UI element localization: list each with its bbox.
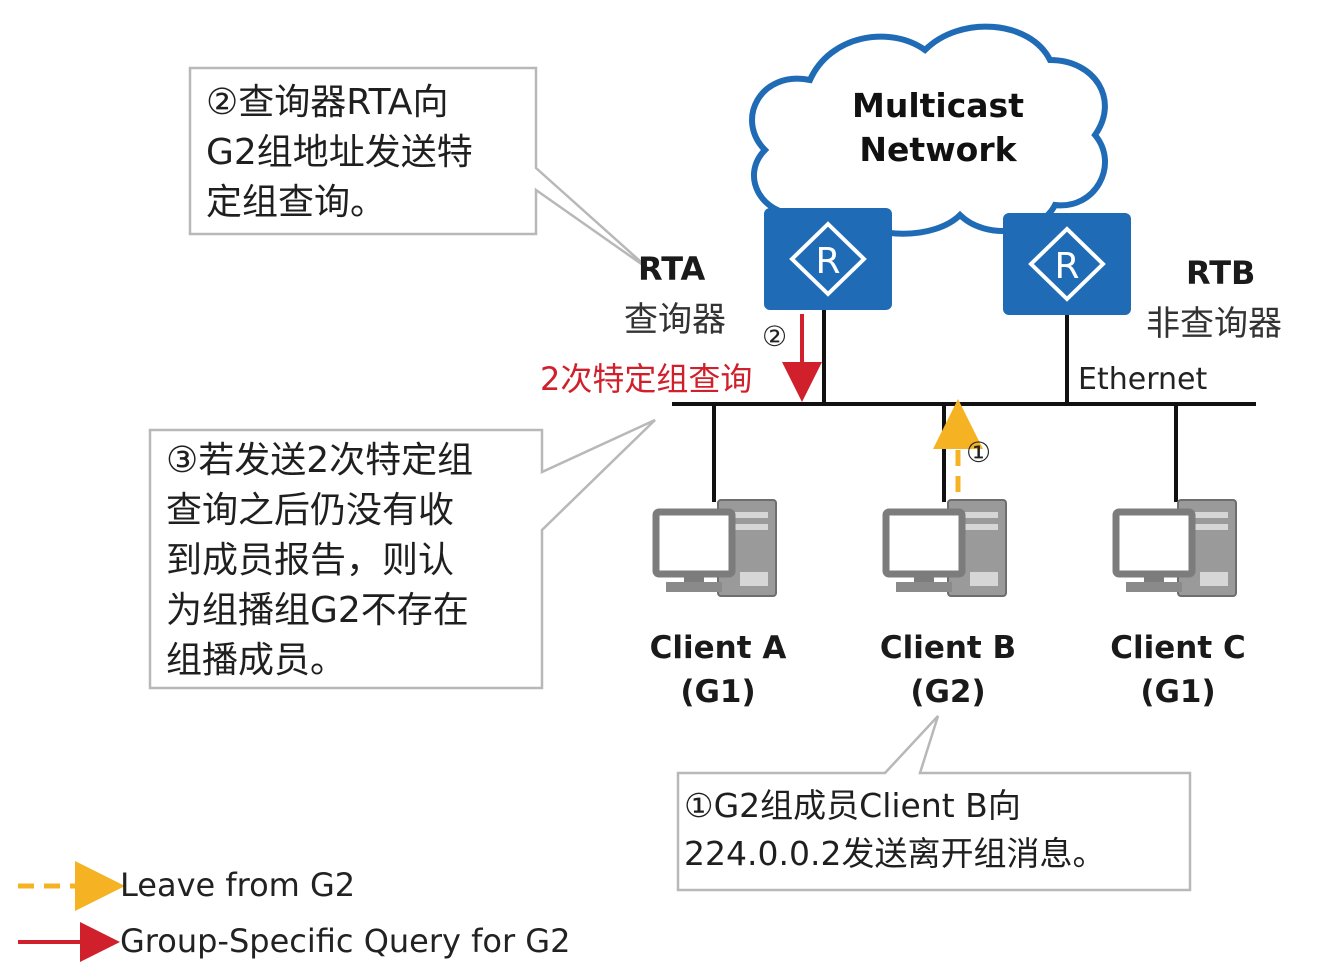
callout-leave-line: ①G2组成员Client B向 (684, 786, 1021, 825)
rta-role: 查询器 (624, 300, 726, 340)
query-step-marker: ② (762, 320, 788, 353)
callout-query (188, 66, 651, 272)
callout-leave-line: 224.0.0.2发送离开组消息。 (684, 834, 1106, 873)
cloud-label-line1: Multicast (852, 86, 1024, 125)
router-rta[interactable]: R (764, 208, 892, 310)
router-icon: R (1054, 246, 1079, 287)
legend-query-label: Group-Specific Query for G2 (120, 922, 571, 960)
callout-query-line: G2组地址发送特 (206, 132, 473, 173)
computer-icon-a (656, 500, 776, 596)
client-a-name: Client A (649, 630, 787, 666)
callout-timeout-line: ③若发送2次特定组 (166, 440, 474, 481)
client-b-name: Client B (879, 630, 1017, 666)
callout-timeout-line: 到成员报告，则认 (166, 540, 455, 581)
callout-timeout (148, 418, 656, 690)
callout-timeout-line: 组播成员。 (166, 640, 347, 681)
callout-timeout-line: 查询之后仍没有收 (166, 490, 455, 531)
query-label: 2次特定组查询 (540, 360, 753, 398)
rta-name: RTA (638, 250, 706, 288)
rtb-role: 非查询器 (1146, 304, 1282, 344)
computer-icon-b (886, 500, 1006, 596)
multicast-cloud (749, 23, 1108, 237)
callout-leave-text: ①G2组成员Client B向 224.0.0.2发送离开组消息。 (684, 782, 1105, 878)
leave-step-marker: ① (966, 436, 992, 469)
client-a-group: (G1) (680, 674, 756, 710)
router-rtb[interactable]: R (1003, 213, 1131, 315)
callout-query-line: ②查询器RTA向 (206, 82, 449, 123)
legend-leave-label: Leave from G2 (120, 866, 356, 904)
callout-timeout-text: ③若发送2次特定组 查询之后仍没有收 到成员报告，则认 为组播组G2不存在 组播… (166, 436, 473, 686)
client-b-group: (G2) (910, 674, 986, 710)
computer-icon-c (1116, 500, 1236, 596)
callout-query-line: 定组查询。 (206, 182, 387, 223)
callout-leave (676, 715, 1192, 892)
callout-timeout-line: 为组播组G2不存在 (166, 590, 469, 631)
router-icon: R (815, 241, 840, 282)
client-c-name: Client C (1110, 630, 1246, 666)
callout-query-text: ②查询器RTA向 G2组地址发送特 定组查询。 (206, 78, 473, 228)
ethernet-label: Ethernet (1078, 362, 1208, 397)
cloud-label-line2: Network (859, 130, 1017, 169)
rtb-name: RTB (1186, 254, 1256, 292)
client-c-group: (G1) (1140, 674, 1216, 710)
